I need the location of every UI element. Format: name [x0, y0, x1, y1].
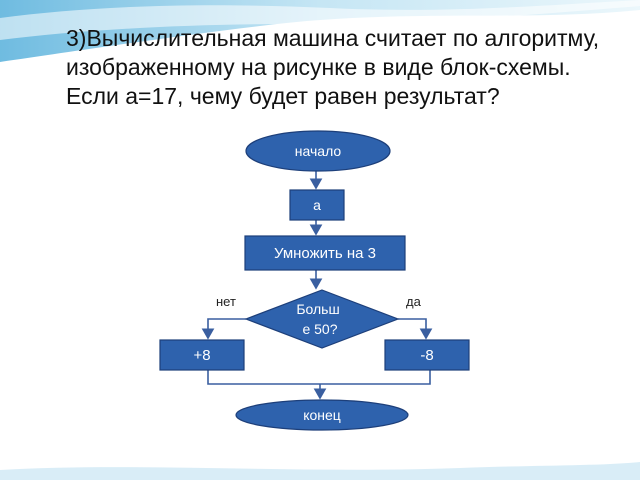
end-terminal: конец [235, 399, 409, 431]
right-action-label: -8 [420, 347, 433, 364]
connector-left-merge [207, 370, 320, 385]
question-text: 3)Вычислительная машина считает по алгор… [66, 25, 600, 109]
decision-label-line1: Больш [296, 301, 339, 317]
input-label: а [313, 197, 321, 213]
process-label: Умножить на 3 [274, 245, 376, 262]
branch-yes-label: да [406, 294, 422, 309]
decision-block: Больш е 50? [244, 289, 400, 349]
connectors [201, 170, 433, 400]
connector-yes-branch [398, 318, 433, 340]
start-label: начало [295, 143, 342, 159]
connector-right-merge [320, 370, 431, 385]
left-action-block: +8 [159, 339, 245, 371]
branch-no-label: нет [216, 294, 236, 309]
bottom-wave-decoration [0, 462, 640, 480]
left-action-label: +8 [193, 347, 210, 364]
process-block: Умножить на 3 [244, 235, 406, 271]
decision-label-line2: е 50? [302, 321, 337, 337]
end-label: конец [303, 407, 341, 423]
start-terminal: начало [245, 130, 391, 172]
connector-no-branch [201, 318, 246, 340]
top-wave-decoration-2 [0, 0, 640, 40]
input-block: а [289, 189, 345, 221]
right-action-block: -8 [384, 339, 470, 371]
